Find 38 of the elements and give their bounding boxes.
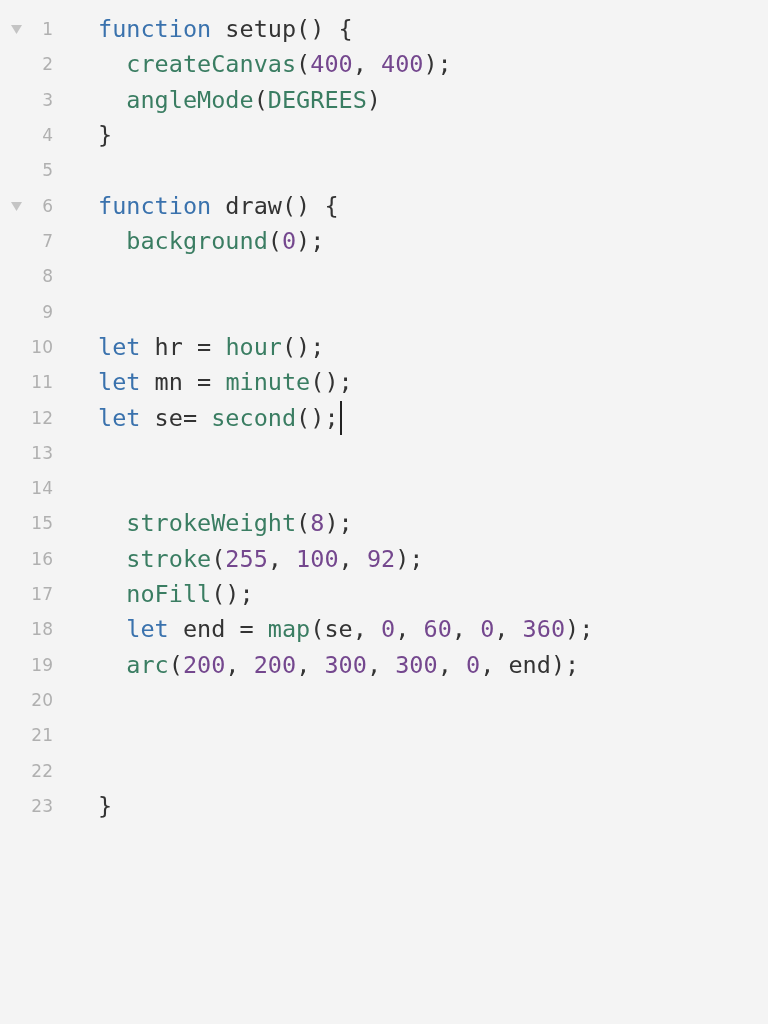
line-number: 12	[30, 406, 53, 430]
code-line: function setup() {	[98, 14, 353, 44]
code-line: let end = map(se, 0, 60, 0, 360);	[125, 614, 594, 645]
code-line: stroke(255, 100, 92);	[125, 543, 424, 574]
code-line: strokeWeight(8);	[125, 508, 353, 539]
line-number: 11	[30, 371, 53, 395]
line-number: 15	[30, 512, 53, 536]
line-number: 20	[30, 689, 53, 713]
line-number: 2	[41, 53, 53, 77]
code-line: function draw() {	[98, 190, 339, 221]
code-line: background(0);	[125, 225, 325, 256]
line-number: 3	[41, 88, 53, 112]
code-line: createCanvas(400, 400);	[125, 49, 452, 80]
line-number: 21	[30, 724, 53, 748]
code-line: let hr = hour();	[98, 331, 325, 362]
line-number: 16	[30, 547, 53, 571]
line-number: 9	[41, 300, 53, 324]
line-number: 5	[41, 159, 53, 183]
code-line: noFill();	[125, 579, 254, 610]
line-number: 10	[30, 335, 53, 359]
code-line: arc(200, 200, 300, 300, 0, end);	[125, 649, 580, 680]
line-number: 18	[30, 618, 53, 642]
line-number: 13	[30, 441, 53, 465]
line-number: 7	[41, 229, 53, 253]
code-line: angleMode(DEGREES)	[125, 84, 381, 115]
line-number: 19	[30, 653, 53, 677]
line-number: 14	[30, 477, 53, 501]
line-number: 23	[30, 795, 53, 819]
code-line: }	[98, 119, 113, 150]
line-number: 8	[41, 265, 53, 289]
code-line: let se= second();	[98, 402, 339, 433]
line-number: 22	[30, 759, 53, 783]
line-number: 4	[41, 123, 53, 147]
line-number: 6	[41, 194, 53, 218]
line-number: 1	[41, 18, 53, 41]
line-number: 17	[30, 583, 53, 607]
code-line: let mn = minute();	[98, 367, 353, 398]
code-line: }	[98, 791, 113, 822]
